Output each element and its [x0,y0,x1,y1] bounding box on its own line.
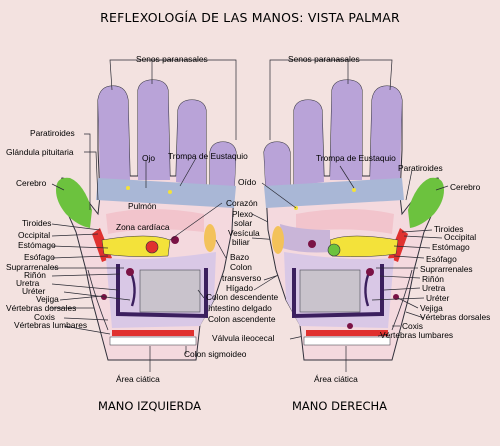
label-colon-descendente: Colon descendente [206,292,279,302]
right-label-coxis: Coxis [402,321,423,331]
left-label-zona-cardiaca: Zona cardíaca [116,222,170,232]
right-label-suprarrenales: Suprarrenales [420,264,473,274]
left-finger-base-band [96,178,236,208]
left-eye-point [126,186,130,190]
left-intestine-zone [139,269,201,313]
label-solar: solar [234,218,252,228]
left-lung-zone [106,209,204,234]
right-hand-caption: MANO DERECHA [292,399,387,413]
left-label-trompa: Trompa de Eustaquio [168,151,248,161]
left-solar-plexus-point [171,236,179,244]
right-label-cerebro: Cerebro [450,182,481,192]
label-plexo: Plexo [232,209,253,219]
right-label-vertebras-lumbares: Vértebras lumbares [380,330,453,340]
right-wrist-band [303,336,391,346]
left-ear-point [168,190,172,194]
left-label-coxis: Coxis [34,312,55,322]
right-ileocecal-point [347,323,353,329]
right-label-estomago: Estómago [432,242,470,252]
diagram-title: REFLEXOLOGÍA DE LAS MANOS: VISTA PALMAR [100,10,400,25]
right-bladder-point [393,294,399,300]
right-solar-plexus-point [308,240,316,248]
left-hand-caption: MANO IZQUIERDA [98,399,201,413]
left-colon-path [116,264,208,319]
label-higado: Hígado [226,283,253,293]
right-colon-path [292,264,384,319]
right-spine-line [391,269,413,331]
right-label-trompa: Trompa de Eustaquio [316,153,396,163]
left-label-paratiroides: Paratiroides [30,128,75,138]
right-intestine-zone [299,269,361,313]
right-label-senos: Senos paranasales [288,54,360,64]
label-biliar: biliar [232,237,250,247]
right-label-paratiroides: Paratiroides [398,163,443,173]
left-label-pulmon: Pulmón [128,201,157,211]
left-label-esofago: Esófago [24,252,55,262]
left-thumb-brain-zone [56,177,92,228]
right-spleen-zone [272,226,284,254]
right-finger-ring [294,100,324,186]
left-finger-middle [138,80,170,180]
right-finger-little [264,142,290,196]
right-label-tiroides: Tiroides [434,224,463,234]
label-vesicula: Vesícula [228,228,260,238]
label-valvula-ileocecal: Válvula ileocecal [212,333,275,343]
left-label-cerebro: Cerebro [16,178,47,188]
right-lumbar-band [306,330,388,336]
left-label-vertebras-lumbares: Vértebras lumbares [14,320,87,330]
left-label-ureter: Uréter [22,286,45,296]
right-finger-middle [330,80,362,180]
right-label-area-ciatica: Área ciática [314,374,358,384]
right-liver-zone [280,224,330,253]
left-finger-ring [176,100,206,186]
left-label-rinon: Riñón [24,270,46,280]
label-intestino-delgado: Intestino delgado [208,303,272,313]
left-hand [50,59,237,372]
left-label-uretra: Uretra [16,278,40,288]
label-colon: Colon [230,262,252,272]
label-corazon: Corazón [226,198,258,208]
right-eustachian-point [352,188,356,192]
left-wrist-band [109,336,197,346]
left-label-vejiga: Vejiga [36,294,59,304]
right-finger-index [370,86,402,180]
label-bazo: Bazo [230,252,249,262]
left-label-colon-sigmoideo: Colon sigmoideo [184,349,247,359]
left-label-vertebras-dorsales: Vértebras dorsales [6,303,76,313]
right-label-vejiga: Vejiga [420,303,443,313]
right-lung-zone [296,209,394,234]
left-stomach-zone [101,235,171,257]
left-label-suprarrenales: Suprarrenales [6,262,59,272]
right-label-esofago: Esófago [426,254,457,264]
right-gallbladder-point [327,243,341,257]
label-transverso: transverso [222,273,261,283]
right-stomach-zone [329,235,399,257]
right-thumb-brain-zone [408,177,444,228]
right-label-vertebras-dorsales: Vértebras dorsales [420,312,490,322]
left-finger-little [210,142,236,196]
left-heart-point [145,240,159,254]
right-kidney-point [366,268,374,276]
left-spleen-zone [204,224,216,252]
right-finger-base-band [264,178,404,208]
right-label-uretra: Uretra [422,283,446,293]
right-label-rinon: Riñón [422,274,444,284]
label-colon-ascendente: Colon ascendente [208,314,276,324]
left-label-glandula: Glándula pituitaria [6,147,74,157]
left-label-area-ciatica: Área ciática [116,374,160,384]
left-label-estomago: Estómago [18,240,56,250]
right-label-occipital: Occipital [444,232,476,242]
left-lumbar-band [112,330,194,336]
right-label-oido: Oído [238,177,256,187]
right-label-ureter: Uréter [426,293,449,303]
left-finger-index [98,86,130,180]
left-label-occipital: Occipital [18,230,50,240]
left-label-ojo: Ojo [142,153,155,163]
left-label-senos: Senos paranasales [136,54,208,64]
left-label-tiroides: Tiroides [22,218,51,228]
right-hand [261,59,449,372]
left-kidney-point [126,268,134,276]
